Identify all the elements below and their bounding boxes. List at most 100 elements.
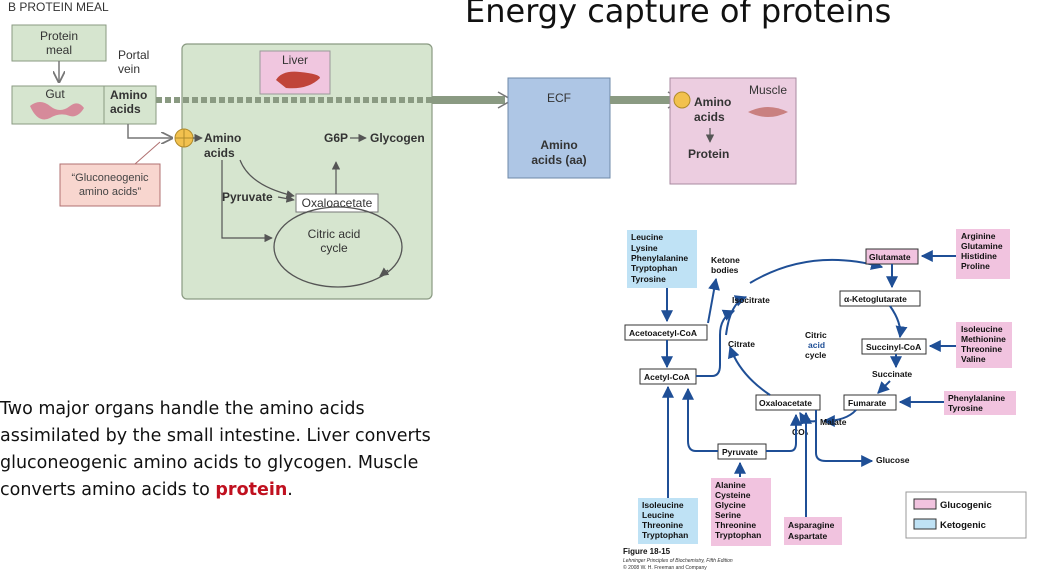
slide-title: Energy capture of proteins — [465, 0, 892, 30]
liver-cycle-line1: Citric acid — [308, 227, 361, 241]
protein-meal-line1: Protein — [40, 29, 78, 43]
left-diagram: Liver Protein meal Portal vein Gut Amino… — [11, 24, 611, 300]
liver-amino-line2: acids — [204, 146, 235, 160]
panel-tag: B PROTEIN MEAL — [8, 0, 109, 14]
malate-to-oaa-arrow — [799, 411, 817, 426]
muscle-transporter-icon — [673, 91, 691, 109]
kt-item-4: Tryptophan — [631, 263, 677, 273]
ka-item-4: Tryptophan — [642, 530, 688, 540]
isocitrate-to-akg-arrow — [749, 258, 884, 284]
gt-item-4: Proline — [961, 261, 990, 271]
paragraph-end: . — [287, 480, 293, 500]
liver-cycle-ellipse — [273, 206, 403, 288]
portal-vein-line2: vein — [118, 62, 140, 76]
liver-oaa-box — [295, 193, 379, 213]
pyruvate-label: Pyruvate — [722, 447, 758, 457]
gut-to-liver-arrow — [127, 124, 172, 138]
gs-item-2: Methionine — [961, 334, 1006, 344]
muscle-fiber-icon — [748, 107, 788, 117]
gp-item-2: Cysteine — [715, 490, 751, 500]
ecf-label: ECF — [547, 91, 571, 105]
figure-credit-2: © 2008 W. H. Freeman and Company — [623, 564, 707, 571]
gluconeogenic-pointer — [134, 141, 161, 165]
right-diagram: Leucine Lysine Phenylalanine Tryptophan … — [623, 229, 1027, 571]
ecf-amino-line1: Amino — [540, 138, 577, 152]
glycogen-label: Glycogen — [370, 131, 425, 145]
gut-amino-line1: Amino — [110, 88, 147, 102]
figure-label: Figure 18-15 — [623, 547, 671, 556]
gut-box — [11, 85, 107, 125]
gf-item-1: Phenylalanine — [948, 393, 1005, 403]
liver-label: Liver — [282, 53, 308, 67]
liver-cycle-line2: cycle — [320, 241, 348, 255]
pyruvate-to-oaa-arrow — [766, 413, 802, 452]
gp-item-1: Alanine — [715, 480, 746, 490]
akg-box — [839, 290, 921, 307]
glucogenic-box-oaa — [784, 517, 842, 545]
intestine-icon — [30, 102, 84, 120]
malate-label: Malate — [820, 417, 847, 427]
ecf-amino-line2: acids (aa) — [531, 153, 586, 167]
slide-paragraph: Two major organs handle the amino acids … — [0, 396, 460, 504]
transporter-cross — [175, 129, 193, 147]
acetyl-to-citrate-arrow — [696, 309, 736, 377]
succinate-to-fumarate-arrow — [877, 380, 891, 394]
ka-item-3: Threonine — [642, 520, 683, 530]
amino-to-oaa-arrow — [239, 159, 295, 199]
go-item-1: Asparagine — [788, 520, 835, 530]
glucogenic-box-top — [956, 229, 1010, 279]
gp-item-4: Serine — [715, 510, 741, 520]
oaa-box — [755, 394, 821, 411]
glucogenic-box-fumarate — [944, 391, 1016, 415]
oaa-to-citrate-arrow — [727, 345, 771, 396]
isocitrate-label: Isocitrate — [732, 295, 770, 305]
kt-item-5: Tyrosine — [631, 274, 666, 284]
kt-item-2: Lysine — [631, 243, 658, 253]
legend-glucogenic: Glucogenic — [940, 500, 992, 511]
gut-amino-line2: acids — [110, 102, 141, 116]
gluconeogenic-bubble — [59, 163, 161, 207]
muscle-label: Muscle — [749, 83, 787, 97]
acetoacetyl-label: Acetoacetyl-CoA — [629, 328, 697, 338]
legend-ketogenic-swatch — [913, 518, 937, 530]
oaa-label: Oxaloacetate — [759, 398, 812, 408]
gut-label: Gut — [45, 87, 65, 101]
gp-item-5: Threonine — [715, 520, 756, 530]
citrate-to-isocitrate-arrow — [725, 295, 748, 336]
gs-item-1: Isoleucine — [961, 324, 1003, 334]
cycle-center-line2: acid — [808, 340, 825, 350]
amino-to-cycle-arrow — [221, 160, 273, 243]
muscle-box — [669, 77, 797, 185]
ketogenic-box-top — [627, 230, 697, 288]
co2-label: CO₂ — [792, 427, 809, 437]
gut-amino-box — [103, 85, 157, 125]
protein-meal-line2: meal — [46, 43, 72, 57]
cycle-center-line1: Citric — [805, 330, 827, 340]
pyruvate-to-acetyl-arrow — [682, 387, 718, 452]
gt-item-2: Glutamine — [961, 241, 1003, 251]
glucogenic-box-pyruvate — [711, 478, 771, 546]
g6p-label: G6P — [324, 131, 348, 145]
glutamate-label: Glutamate — [869, 252, 911, 262]
muscle-amino-line1: Amino — [694, 95, 731, 109]
gluconeogenic-line1: “Gluconeogenic — [71, 172, 149, 184]
gt-item-1: Arginine — [961, 231, 996, 241]
gluconeogenic-line2: amino acids” — [79, 186, 142, 198]
gp-item-6: Tryptophan — [715, 530, 761, 540]
liver-icon — [276, 71, 320, 89]
gs-item-3: Threonine — [961, 344, 1002, 354]
fumarate-box — [843, 394, 897, 411]
glucogenic-box-succinyl — [956, 322, 1012, 368]
cycle-center-line3: cycle — [805, 350, 827, 360]
liver-oaa-label: Oxaloacetate — [302, 196, 373, 210]
paragraph-highlight: protein — [215, 480, 288, 500]
oaa-to-glucose-arrow — [815, 410, 874, 467]
akg-to-succinyl-arrow — [889, 305, 908, 339]
liver-amino-line1: Amino — [204, 131, 241, 145]
succinyl-label: Succinyl-CoA — [866, 342, 921, 352]
gt-item-3: Histidine — [961, 251, 997, 261]
ketone-line1: Ketone — [711, 255, 740, 265]
muscle-amino-line2: acids — [694, 110, 725, 124]
paragraph-text: Two major organs handle the amino acids … — [0, 399, 431, 500]
gf-item-2: Tyrosine — [948, 403, 983, 413]
